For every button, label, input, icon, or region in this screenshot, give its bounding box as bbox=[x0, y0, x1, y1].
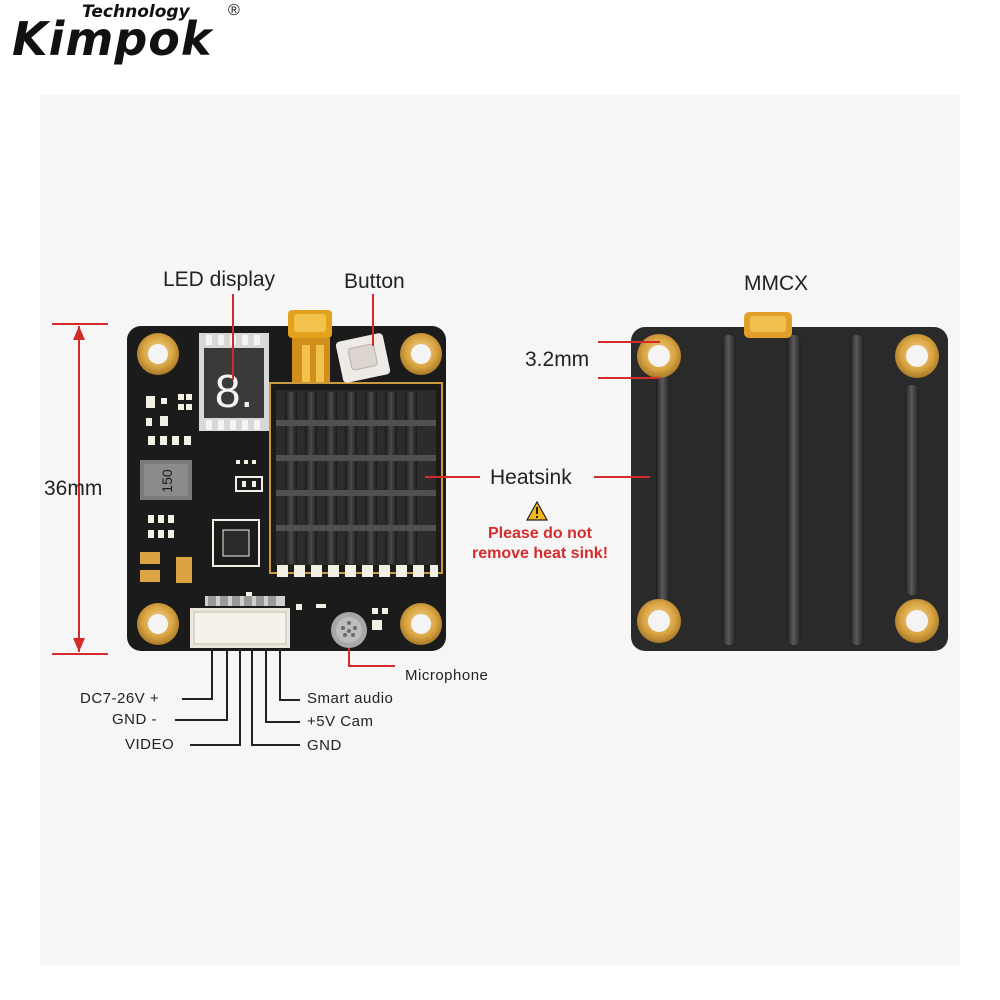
back-mounting-holes bbox=[637, 334, 939, 643]
smd-components bbox=[140, 394, 388, 630]
back-board bbox=[631, 312, 948, 651]
label-mmcx: MMCX bbox=[744, 272, 809, 295]
pin-callout-lines bbox=[175, 648, 300, 746]
pin-label-dc: DC7-26V + bbox=[80, 690, 160, 707]
pin-label-gnd: GND bbox=[307, 737, 342, 754]
warning-line-1: Please do not bbox=[487, 525, 593, 542]
warning-icon bbox=[525, 500, 549, 521]
push-button bbox=[335, 333, 391, 383]
warning-text: Please do not remove heat sink! bbox=[462, 524, 618, 564]
pin-label-smart-audio: Smart audio bbox=[307, 690, 394, 707]
pin-label-video: VIDEO bbox=[125, 736, 175, 753]
front-mmcx-connector bbox=[288, 310, 332, 382]
label-led-display: LED display bbox=[163, 268, 276, 291]
heatsink-pads bbox=[277, 565, 438, 577]
pin-label-5v-cam: +5V Cam bbox=[307, 713, 374, 730]
label-board-size: 36mm bbox=[44, 477, 103, 500]
warning-line-2: remove heat sink! bbox=[471, 545, 609, 562]
pin-header-connector bbox=[190, 596, 290, 648]
front-board: 8. bbox=[127, 310, 446, 651]
back-heatsink-grooves bbox=[656, 335, 919, 645]
annotation-lines bbox=[52, 294, 660, 667]
label-heatsink: Heatsink bbox=[490, 466, 572, 489]
front-heatsink-fins bbox=[276, 390, 436, 565]
brand-logo: Kimpok Technology ® bbox=[10, 2, 250, 72]
microphone-component bbox=[331, 612, 367, 648]
brand-name: Kimpok bbox=[12, 12, 213, 66]
inductor: 150 bbox=[140, 460, 192, 500]
inductor-marking: 150 bbox=[159, 469, 175, 493]
label-microphone: Microphone bbox=[405, 667, 489, 684]
brand-tagline: Technology bbox=[82, 2, 190, 22]
label-button: Button bbox=[344, 270, 405, 293]
front-mounting-holes bbox=[137, 333, 442, 645]
label-hole-diameter: 3.2mm bbox=[525, 348, 590, 371]
pin-label-gnd-minus: GND - bbox=[112, 711, 157, 728]
qfn-chip bbox=[212, 519, 260, 567]
registered-mark: ® bbox=[228, 2, 240, 19]
